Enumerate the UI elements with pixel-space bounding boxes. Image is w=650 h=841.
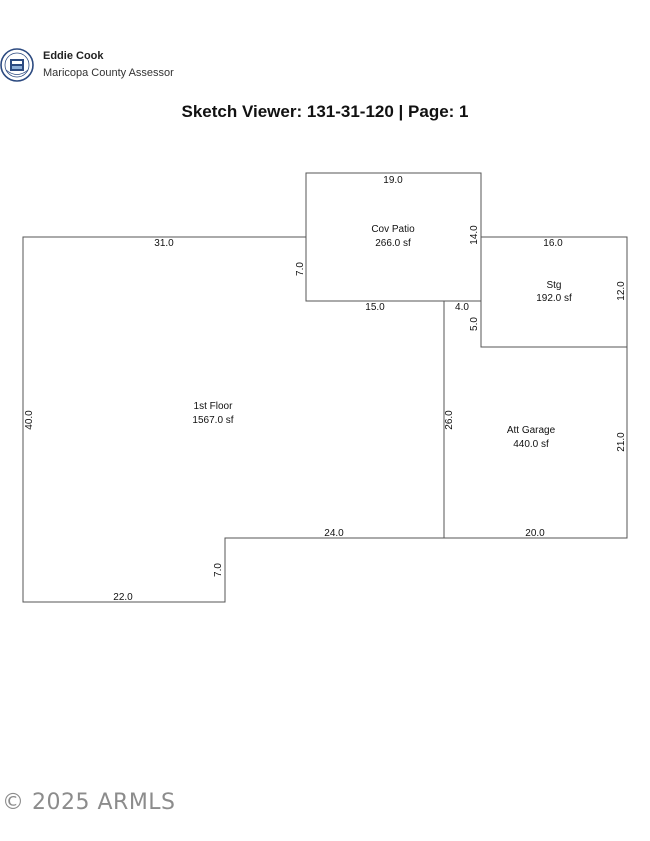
dim-floor-mid: 26.0 (444, 410, 455, 430)
dim-floor-left: 40.0 (24, 410, 35, 430)
att-garage-label: Att Garage (507, 425, 556, 436)
dim-patio-right: 14.0 (469, 225, 480, 245)
stg-outline (480, 236, 628, 348)
dim-stg-bottom-left: 4.0 (455, 302, 469, 313)
dim-stg-left-lower: 5.0 (469, 317, 480, 331)
page-title: Sketch Viewer: 131-31-120 | Page: 1 (181, 102, 469, 121)
dim-patio-left: 7.0 (295, 262, 306, 276)
dim-stg-top: 16.0 (543, 238, 563, 249)
dim-patio-bottom: 15.0 (365, 302, 385, 313)
stg-area: 192.0 sf (536, 293, 572, 304)
att-garage-outline (444, 300, 628, 539)
stg-label: Stg (546, 280, 561, 291)
dim-floor-step-top: 24.0 (324, 528, 344, 539)
dim-garage-right: 21.0 (616, 432, 627, 452)
att-garage-area: 440.0 sf (513, 439, 549, 450)
dim-floor-top: 31.0 (154, 238, 174, 249)
copyright-watermark: © 2025 ARMLS (2, 790, 176, 815)
dim-floor-bottom: 22.0 (113, 592, 133, 603)
dim-stg-right: 12.0 (616, 281, 627, 301)
cov-patio-label: Cov Patio (371, 224, 415, 235)
cov-patio-area: 266.0 sf (375, 238, 411, 249)
watermark-text: 2025 ARMLS (32, 790, 176, 815)
dim-floor-step-left: 7.0 (213, 563, 224, 577)
assessor-name: Eddie Cook (43, 50, 104, 62)
assessor-org: Maricopa County Assessor (43, 67, 174, 79)
first-floor-area: 1567.0 sf (192, 415, 233, 426)
cov-patio-outline (305, 172, 482, 302)
first-floor-label: 1st Floor (194, 401, 234, 412)
dim-patio-top: 19.0 (383, 175, 403, 186)
assessor-header: Eddie Cook Maricopa County Assessor (0, 48, 650, 88)
county-seal-icon (0, 48, 34, 82)
dim-garage-bottom: 20.0 (525, 528, 545, 539)
